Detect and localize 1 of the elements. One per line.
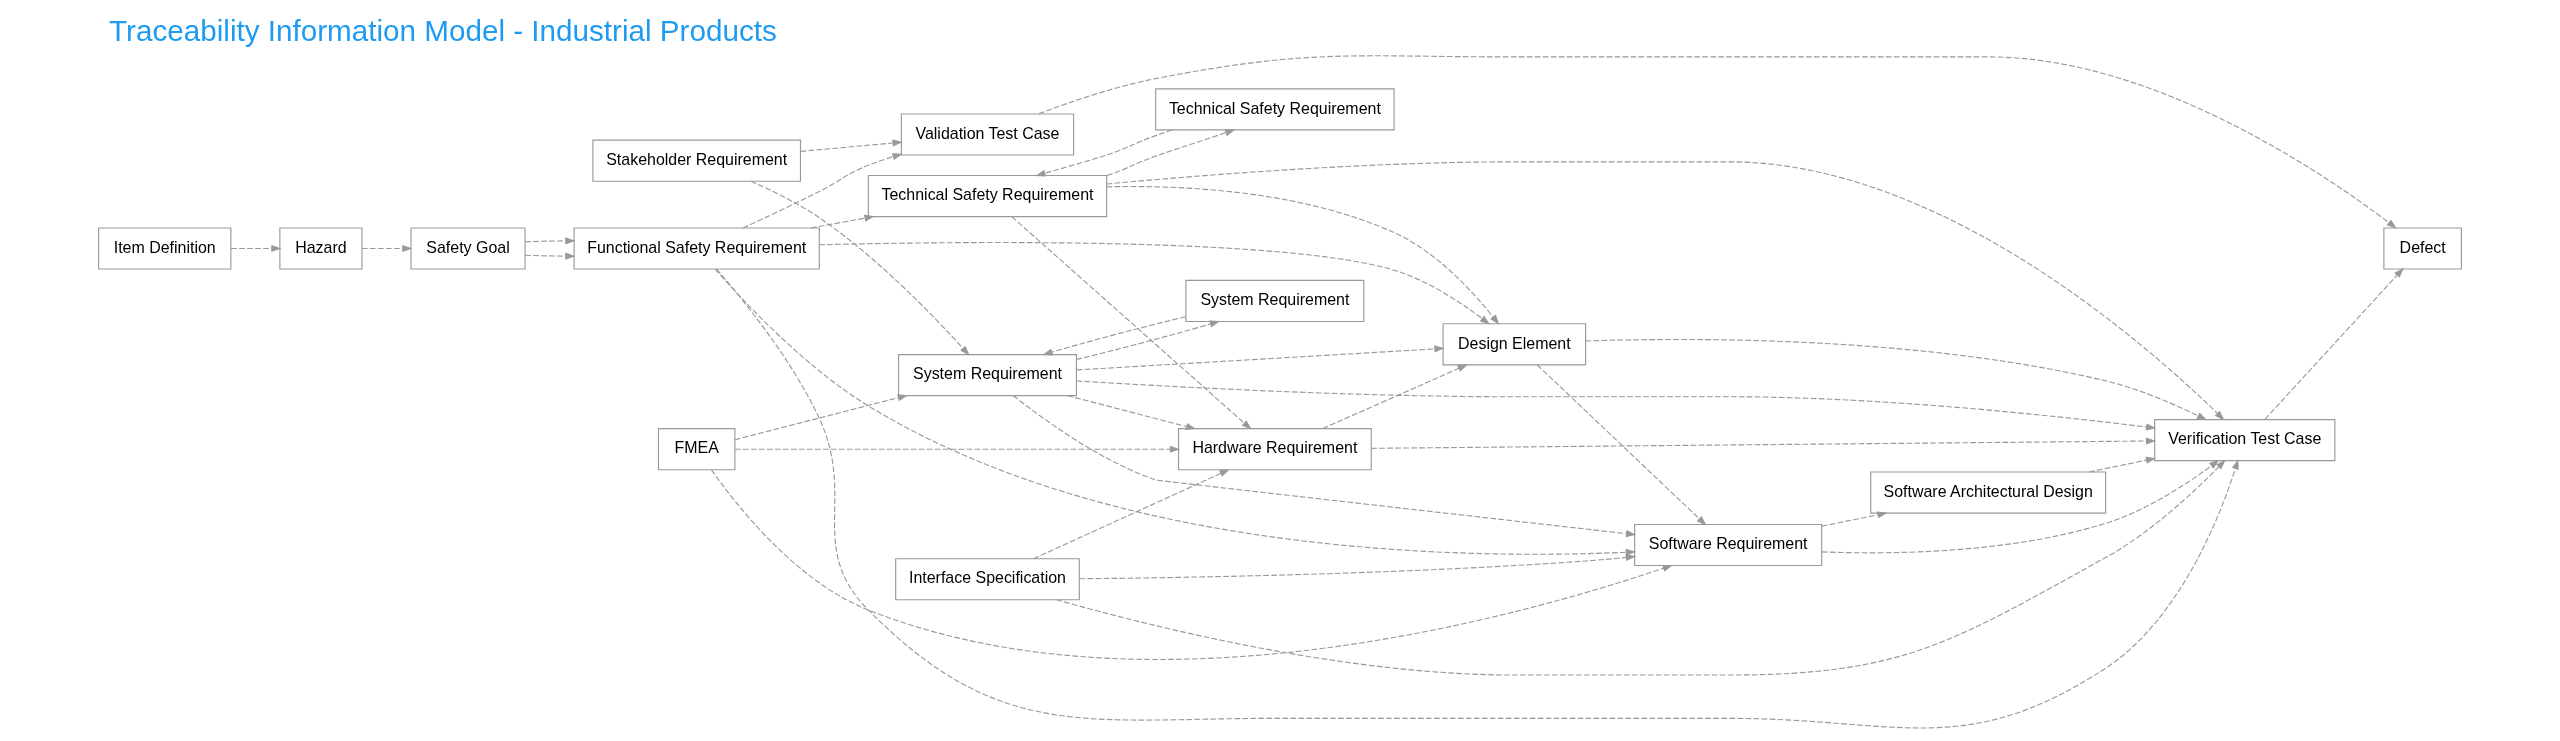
diagram-title: Traceability Information Model - Industrial Products (109, 13, 777, 47)
